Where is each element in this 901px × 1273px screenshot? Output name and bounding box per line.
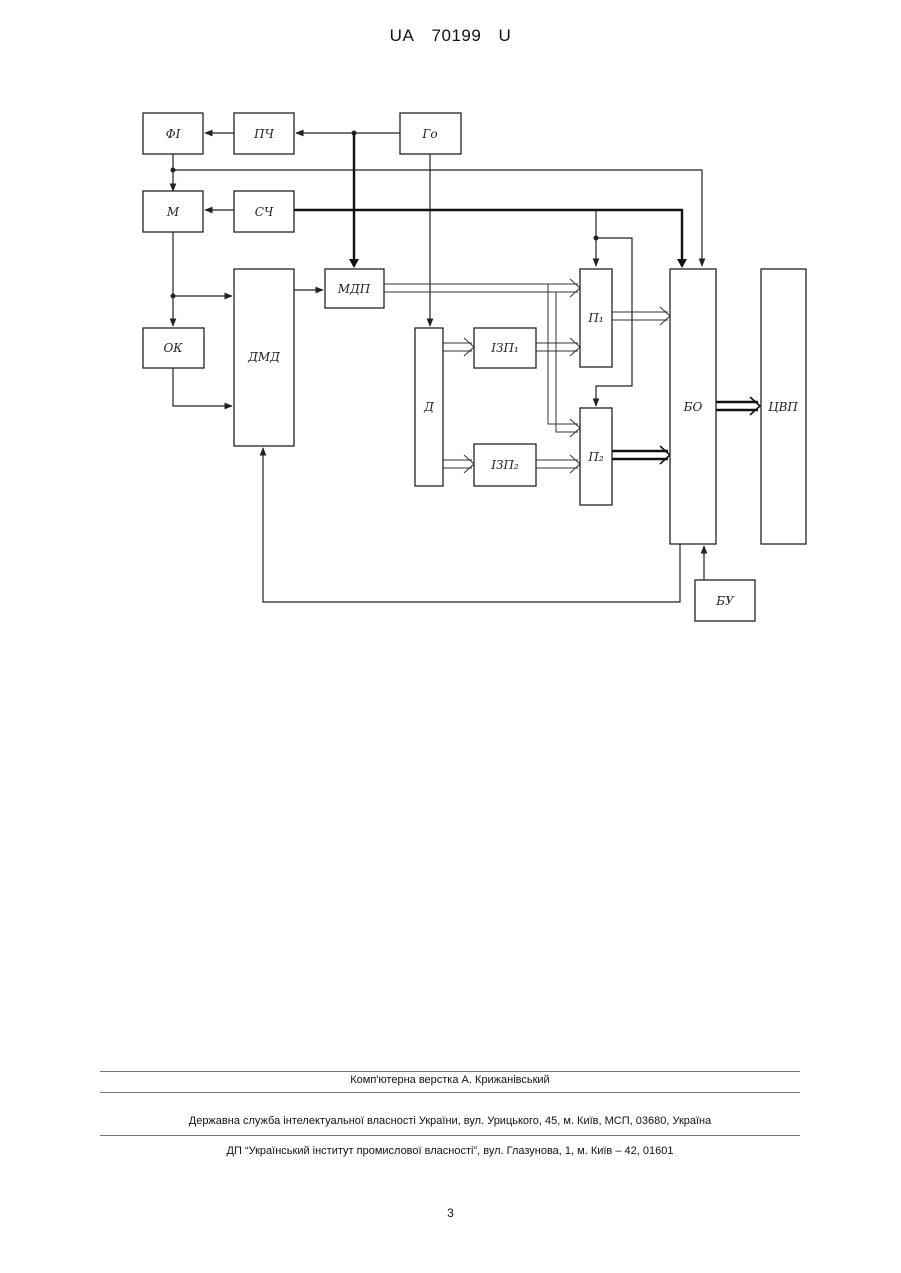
block-to-label: Го [421,127,437,141]
block-fi: ФІ [143,113,203,154]
block-pch-label: ПЧ [253,127,274,141]
block-bu-label: БУ [715,594,735,608]
block-bu: БУ [695,580,755,621]
block-dmd: ДМД [234,269,294,446]
block-p2: П₂ [580,408,612,505]
block-bo: БО [670,269,716,544]
page-number: 3 [0,1206,901,1220]
block-dmd-label: ДМД [247,350,280,364]
block-m-label: М [166,205,180,219]
block-bo-label: БО [683,400,703,414]
block-izp2-label: ІЗП₂ [490,458,519,472]
block-sch-label: СЧ [255,205,274,219]
block-p1: П₁ [580,269,612,367]
block-ok: ОК [143,328,204,368]
block-pch: ПЧ [234,113,294,154]
layout-credit: Комп'ютерна верстка А. Крижанівський [100,1074,800,1086]
block-to: Го [400,113,461,154]
wire-bo-dmd [263,448,680,602]
block-izp2: ІЗП₂ [474,444,536,486]
block-diagram: ФІ ПЧ Го М СЧ ДМД МДП ОК Д ІЗП₁ ІЗП₂ [0,0,901,640]
footer-rule-middle [100,1092,800,1093]
block-p2-label: П₂ [587,450,603,464]
block-p1-label: П₁ [587,311,603,325]
block-izp1: ІЗП₁ [474,328,536,368]
block-m: М [143,191,203,232]
block-d-label: Д [423,400,434,414]
block-mdp: МДП [325,269,384,308]
block-sch: СЧ [234,191,294,232]
footer-rule-top [100,1071,800,1072]
block-d: Д [415,328,443,486]
block-cvp-label: ЦВП [768,400,798,414]
block-cvp: ЦВП [761,269,806,544]
block-ok-label: ОК [163,341,183,355]
footer-rule-bottom [100,1135,800,1136]
wire-ok-dmd [173,368,232,406]
service-address: Державна служба інтелектуальної власност… [100,1115,800,1127]
block-mdp-label: МДП [337,282,371,296]
block-fi-label: ФІ [166,127,181,141]
institute-address: ДП “Український інститут промислової вла… [100,1145,800,1157]
block-izp1-label: ІЗП₁ [490,341,519,355]
